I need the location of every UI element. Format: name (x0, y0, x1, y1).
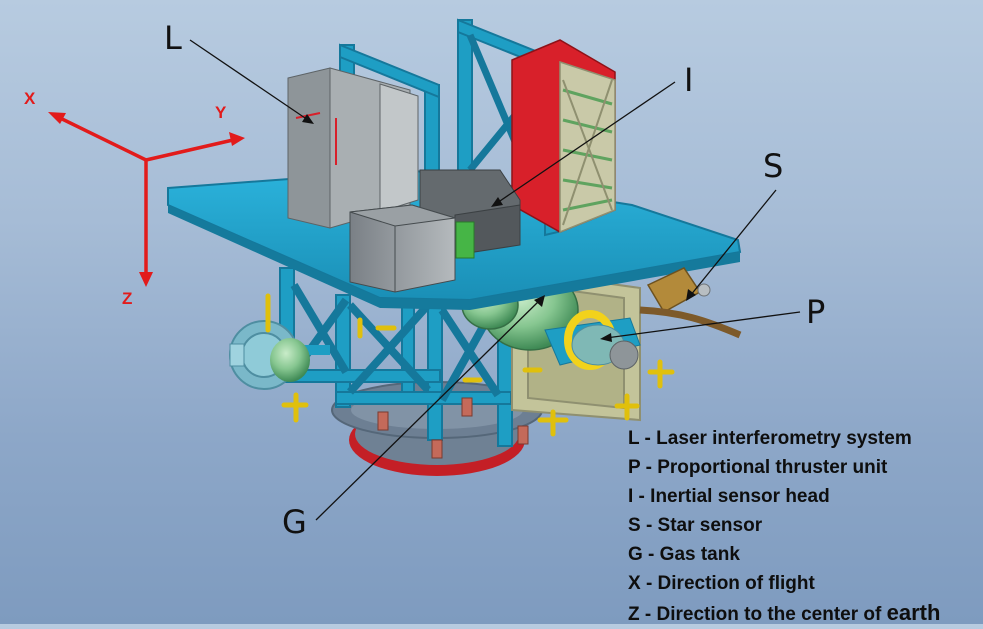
front-electronics-box (349, 204, 456, 293)
leader-line-p (605, 311, 801, 339)
legend-item: S - Star sensor (628, 511, 940, 540)
laser-interferometry-box (287, 67, 419, 229)
callout-label-g: G (282, 503, 307, 541)
legend-text: G - Gas tank (628, 544, 740, 565)
axis-triad (48, 112, 245, 287)
electronics-rack (511, 39, 616, 234)
leader-line-i (496, 81, 676, 204)
callout-label-s: S (763, 147, 784, 185)
y-axis-line (145, 138, 234, 162)
legend-text: S - Star sensor (628, 515, 763, 536)
legend-text: P - Proportional thruster unit (628, 457, 888, 478)
ring-fasteners (377, 397, 529, 459)
legend-item: I - Inertial sensor head (628, 482, 940, 511)
y-axis-arrowhead (229, 132, 245, 146)
callout-label-i: I (684, 61, 694, 99)
legend-item: P - Proportional thruster unit (628, 453, 940, 482)
x-axis-label: X (24, 89, 36, 108)
left-thruster-assembly (229, 320, 330, 390)
legend-item: L - Laser interferometry system (628, 424, 940, 453)
legend-text: L - Laser interferometry system (628, 428, 912, 449)
callout-label-l: L (164, 19, 182, 57)
legend-emphasis: earth (886, 600, 941, 625)
leader-arrow-l (302, 114, 314, 124)
leader-arrow-i (491, 197, 503, 207)
legend-item: X - Direction of flight (628, 569, 940, 598)
callout-leaders (189, 39, 801, 521)
legend-text: X - Direction of flight (628, 573, 815, 594)
legend-text: I - Inertial sensor head (628, 486, 830, 507)
x-axis-arrowhead (48, 112, 66, 124)
leader-arrow-s (686, 289, 696, 301)
callout-label-p: P (806, 293, 826, 331)
y-axis-label: Y (215, 103, 227, 122)
z-axis-arrowhead (139, 272, 153, 287)
yellow-fittings (265, 293, 675, 437)
star-sensor (639, 267, 742, 339)
x-axis-line (57, 115, 147, 162)
leader-line-l (189, 39, 309, 121)
legend-text: Z - Direction to the center of (628, 604, 887, 625)
legend-item: G - Gas tank (628, 540, 940, 569)
z-axis-label: Z (122, 289, 133, 308)
leader-line-g (315, 299, 541, 521)
leader-arrow-p (600, 333, 612, 342)
legend-item: Z - Direction to the center of earth (628, 598, 940, 627)
leader-line-s (689, 189, 777, 297)
legend: L - Laser interferometry system P - Prop… (628, 424, 940, 627)
leader-arrow-g (534, 295, 545, 307)
